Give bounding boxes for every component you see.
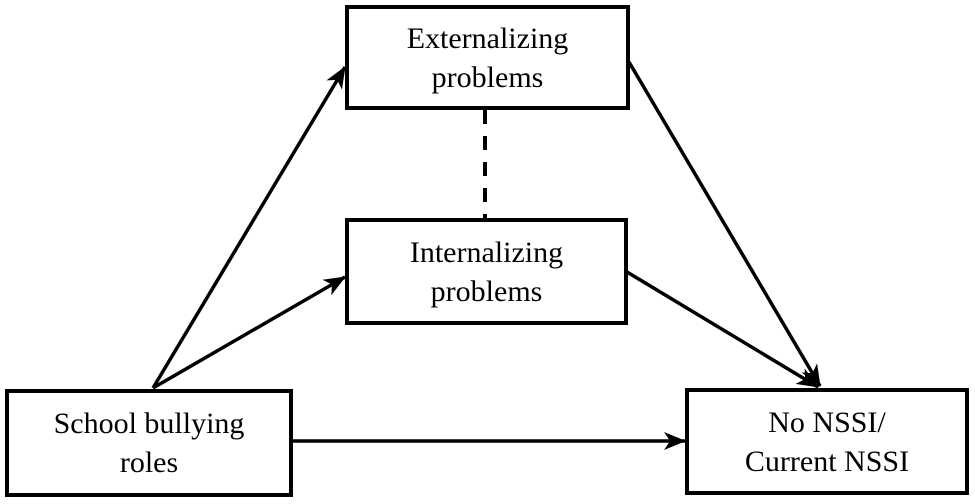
arrow-bullying-to-internalizing — [152, 275, 346, 390]
node-externalizing-label-line2: problems — [431, 60, 544, 94]
node-bullying-label-line1: School bullying — [53, 407, 245, 440]
arrow-internalizing-to-nssi — [626, 270, 819, 389]
node-school-bullying-roles: School bullying roles — [5, 389, 293, 497]
node-internalizing-label-line2: problems — [430, 274, 543, 308]
node-no-nssi-current-nssi: No NSSI/ Current NSSI — [685, 388, 969, 495]
node-nssi-label-line1: No NSSI/ — [768, 405, 886, 439]
node-externalizing-problems: Externalizing problems — [345, 5, 630, 110]
arrow-bullying-to-externalizing — [151, 66, 347, 389]
node-internalizing-problems: Internalizing problems — [345, 218, 628, 325]
node-nssi-label-line2: Current NSSI — [744, 444, 910, 478]
node-bullying-label-line2: roles — [119, 446, 179, 479]
node-internalizing-label-line1: Internalizing — [409, 235, 564, 269]
arrow-externalizing-to-nssi — [627, 61, 822, 387]
node-externalizing-label-line1: Externalizing — [406, 21, 569, 55]
